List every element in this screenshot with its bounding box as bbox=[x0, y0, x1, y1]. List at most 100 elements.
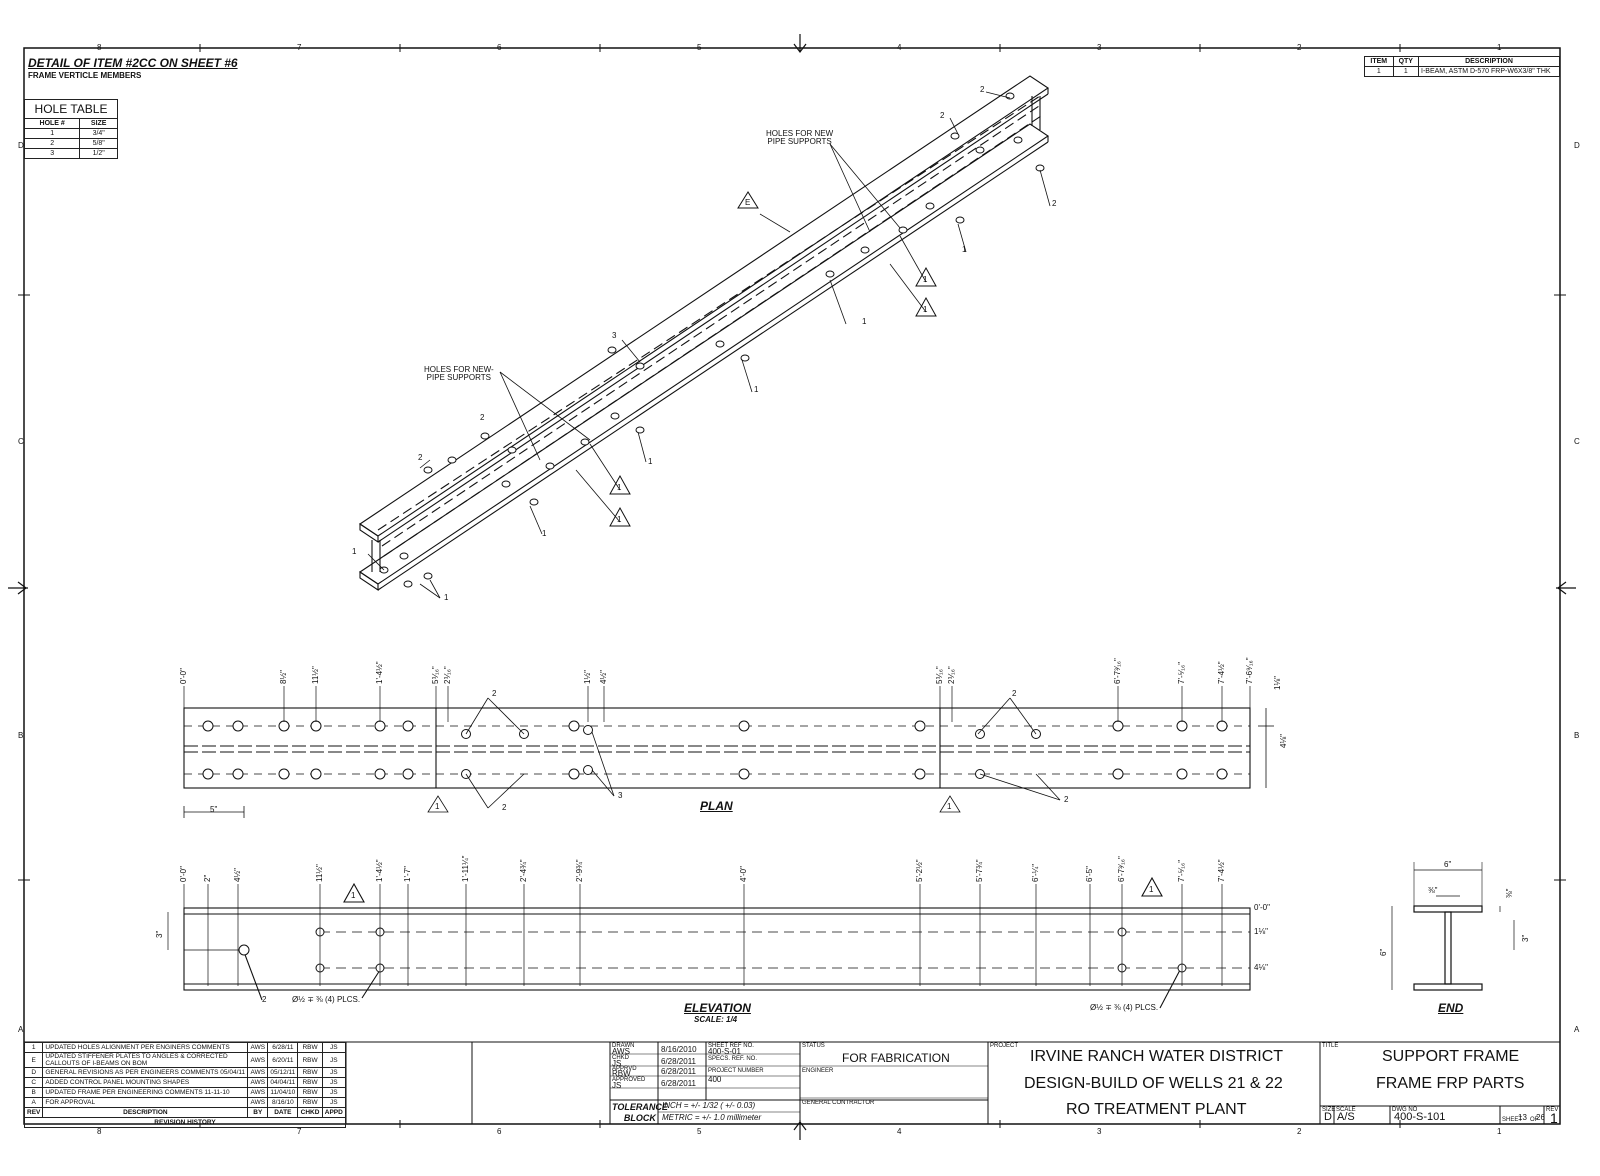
zone-col-8: 8 bbox=[97, 43, 102, 52]
plan-hole bbox=[914, 768, 926, 780]
elevation-dimension: 7'-⁵⁄₁₆" bbox=[1177, 859, 1186, 882]
tb-dwg-ref-label: SHEET REF NO. bbox=[708, 1043, 754, 1049]
zone-col-1: 1 bbox=[1497, 43, 1502, 52]
zone-row-d-right: D bbox=[1574, 141, 1580, 150]
plan-hole bbox=[568, 768, 580, 780]
zone-col-6-bottom: 6 bbox=[497, 1127, 502, 1136]
tb-dwg-ref: 400-S-01 bbox=[708, 1047, 741, 1056]
plan-dimension: 5⅟₁₆" bbox=[431, 666, 440, 684]
tb-sheet-label: SHEET bbox=[1502, 1117, 1523, 1123]
iso-note-top: HOLES FOR NEW PIPE SUPPORTS bbox=[766, 129, 834, 146]
bom-header: QTY bbox=[1392, 56, 1420, 67]
table-cell: FOR APPROVAL bbox=[42, 1097, 249, 1108]
table-cell: JS bbox=[321, 1052, 347, 1068]
zone-col-7: 7 bbox=[297, 43, 302, 52]
zone-row-c: C bbox=[18, 437, 24, 446]
end-dim: ⅜" bbox=[1428, 886, 1438, 895]
table-cell: AWS bbox=[247, 1087, 269, 1098]
elevation-dimension: 0'-0" bbox=[179, 866, 188, 882]
plan-dimension: 2⅟₁₆" bbox=[947, 666, 956, 684]
elevation-dimension: 6'-5" bbox=[1085, 866, 1094, 882]
end-view-label: END bbox=[1438, 1001, 1464, 1015]
end-dim: ⅜" bbox=[1505, 888, 1514, 898]
elevation-view bbox=[167, 876, 1251, 1009]
tb-project-line-2: DESIGN-BUILD OF WELLS 21 & 22 bbox=[1024, 1075, 1283, 1092]
tb-dwg-label: DWG NO bbox=[1392, 1107, 1418, 1113]
zone-col-3: 3 bbox=[1097, 43, 1102, 52]
tb-approved-date: 6/28/2011 bbox=[661, 1079, 696, 1088]
elevation-right-dim: 0'-0" bbox=[1254, 903, 1270, 912]
plan-hole bbox=[738, 768, 750, 780]
table-cell: JS bbox=[321, 1087, 347, 1098]
zone-col-8-bottom: 8 bbox=[97, 1127, 102, 1136]
table-cell: 1 bbox=[23, 1042, 44, 1053]
elevation-right-dim: 4⅛" bbox=[1254, 963, 1268, 972]
iso-callout: 2 bbox=[480, 413, 485, 422]
iso-rev-tag: E bbox=[745, 198, 751, 207]
elevation-dimension: 7'-4½" bbox=[1217, 859, 1226, 882]
table-cell: JS bbox=[321, 1097, 347, 1108]
detail-subtitle: FRAME VERTICLE MEMBERS bbox=[28, 71, 142, 80]
revision-header: DATE bbox=[267, 1107, 299, 1118]
detail-title: DETAIL OF ITEM #2CC ON SHEET #6 bbox=[28, 56, 238, 70]
plan-hole bbox=[278, 768, 290, 780]
table-cell: AWS bbox=[247, 1077, 269, 1088]
plan-dimension-lines bbox=[183, 686, 1251, 722]
tb-sheet-total: 26 bbox=[1536, 1113, 1545, 1122]
table-cell: 1 bbox=[23, 128, 81, 139]
plan-hole bbox=[975, 729, 985, 739]
bom-header: ITEM bbox=[1364, 56, 1394, 67]
elevation-dimension: 5'-2½" bbox=[915, 859, 924, 882]
plan-hole bbox=[278, 720, 290, 732]
tb-size: D bbox=[1324, 1111, 1332, 1123]
plan-hole bbox=[310, 768, 322, 780]
plan-dimension: 11½" bbox=[311, 666, 320, 684]
end-dim: 6" bbox=[1444, 860, 1452, 869]
table-cell: 04/04/11 bbox=[267, 1077, 299, 1088]
hole-table-title: HOLE TABLE bbox=[24, 99, 118, 119]
iso-callout: 1 bbox=[962, 245, 967, 254]
plan-view bbox=[183, 707, 1251, 789]
tb-title-label: TITLE bbox=[1322, 1043, 1339, 1049]
center-marks bbox=[8, 34, 1576, 1140]
table-cell: 1 bbox=[1364, 66, 1394, 77]
plan-right-dim: 4⅛" bbox=[1279, 734, 1288, 748]
revision-header: BY bbox=[247, 1107, 269, 1118]
zone-col-4-bottom: 4 bbox=[897, 1127, 902, 1136]
zone-row-c-right: C bbox=[1574, 437, 1580, 446]
plan-dimension: 1½" bbox=[583, 670, 592, 684]
plan-holes bbox=[202, 720, 1228, 780]
iso-rev-triangles bbox=[609, 191, 937, 527]
tb-sheet: 13 bbox=[1518, 1113, 1527, 1122]
iso-callout: 3 bbox=[612, 331, 617, 340]
table-cell: AWS bbox=[247, 1067, 269, 1078]
isometric-beam bbox=[359, 75, 1049, 592]
table-cell: RBW bbox=[297, 1067, 323, 1078]
elevation-dimension: 1'-7" bbox=[403, 866, 412, 882]
elevation-dimension: 1'-11¼" bbox=[461, 855, 470, 882]
plan-dimension: 0'-0" bbox=[179, 668, 188, 684]
elevation-note: Ø½ ∓ ⅜ (4) PLCS. bbox=[292, 995, 361, 1004]
plan-callout: 2 bbox=[502, 803, 507, 812]
elevation-dimension: 11½" bbox=[315, 864, 324, 882]
zone-col-4: 4 bbox=[897, 43, 902, 52]
table-cell: ADDED CONTROL PANEL MOUNTING SHAPES bbox=[42, 1077, 249, 1088]
iso-callout: 1 bbox=[444, 593, 449, 602]
table-cell: RBW bbox=[297, 1077, 323, 1088]
elevation-hole bbox=[238, 944, 250, 956]
table-cell: B bbox=[23, 1087, 44, 1098]
iso-callout: 1 bbox=[862, 317, 867, 326]
plan-callout: 3 bbox=[618, 791, 623, 800]
table-cell: JS bbox=[321, 1067, 347, 1078]
elevation-dimension: 4½" bbox=[233, 868, 242, 882]
elevation-dimension-lines bbox=[183, 884, 1223, 986]
zone-ticks bbox=[18, 44, 1566, 1128]
plan-right-dim: 1⅛" bbox=[1273, 676, 1282, 690]
elevation-dimension: 6'-7³⁄₁₆" bbox=[1117, 856, 1126, 882]
table-cell: C bbox=[23, 1077, 44, 1088]
zone-col-2-bottom: 2 bbox=[1297, 1127, 1302, 1136]
plan-hole bbox=[1216, 768, 1228, 780]
